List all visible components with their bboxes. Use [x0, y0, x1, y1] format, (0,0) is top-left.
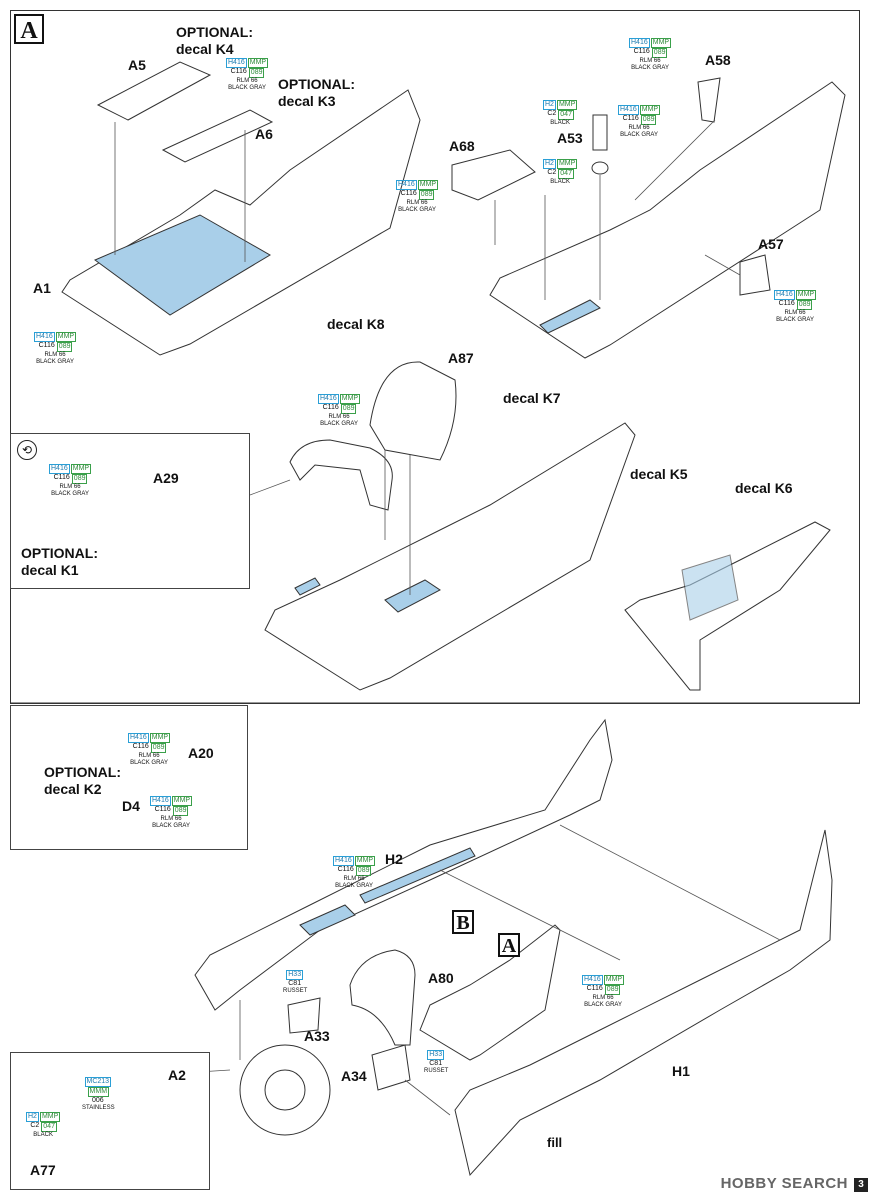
cockpit-tub-right	[489, 81, 846, 359]
a87-seat	[369, 361, 457, 461]
fuselage-h2	[194, 718, 613, 1011]
note-fill: fill	[547, 1135, 563, 1150]
inset-a20	[10, 705, 248, 850]
part-a34: A34	[341, 1068, 367, 1084]
part-h2: H2	[385, 851, 403, 867]
part-h1: H1	[672, 1063, 690, 1079]
part-a87: A87	[448, 350, 474, 366]
paint-callout-a34: H33 C81 RUSSET	[424, 1050, 449, 1074]
part-a6: A6	[255, 126, 273, 142]
note-optional-k1: OPTIONAL: decal K1	[21, 545, 98, 578]
note-optional-k3: OPTIONAL: decal K3	[278, 76, 355, 109]
note-optional-k4: OPTIONAL: decal K4	[176, 24, 253, 57]
part-a68: A68	[449, 138, 475, 154]
note-decal-k8: decal K8	[327, 316, 385, 332]
page-number: 3	[854, 1178, 868, 1192]
part-a80: A80	[428, 970, 454, 986]
part-d4: D4	[122, 798, 140, 814]
watermark: HOBBY SEARCH	[720, 1175, 848, 1192]
inline-ref-a: A	[498, 933, 520, 957]
note-optional-k2: OPTIONAL: decal K2	[44, 764, 121, 797]
part-a29: A29	[153, 470, 179, 486]
paint-callout-a33: H33 C81 RUSSET	[283, 970, 308, 994]
rotate-icon: ⟲	[17, 440, 37, 460]
part-a1: A1	[33, 280, 51, 296]
inset-a29: ⟲	[10, 433, 250, 589]
part-a20: A20	[188, 745, 214, 761]
part-a5: A5	[128, 57, 146, 73]
fuselage-h1	[454, 829, 833, 1177]
cockpit-detail-view	[624, 521, 831, 691]
part-a57: A57	[758, 236, 784, 252]
section-a-letter: A	[14, 14, 44, 44]
part-a53: A53	[557, 130, 583, 146]
note-decal-k6: decal K6	[735, 480, 793, 496]
part-a2: A2	[168, 1067, 186, 1083]
paint-callout-a2: MC213 MMM 006 STAINLESS	[82, 1077, 115, 1111]
note-decal-k5: decal K5	[630, 466, 688, 482]
note-decal-k7: decal K7	[503, 390, 561, 406]
fuselage-half-a	[264, 422, 636, 691]
part-a77: A77	[30, 1162, 56, 1178]
part-a58: A58	[705, 52, 731, 68]
section-a-frame	[10, 10, 860, 704]
part-a33: A33	[304, 1028, 330, 1044]
inline-ref-b: B	[452, 910, 474, 934]
